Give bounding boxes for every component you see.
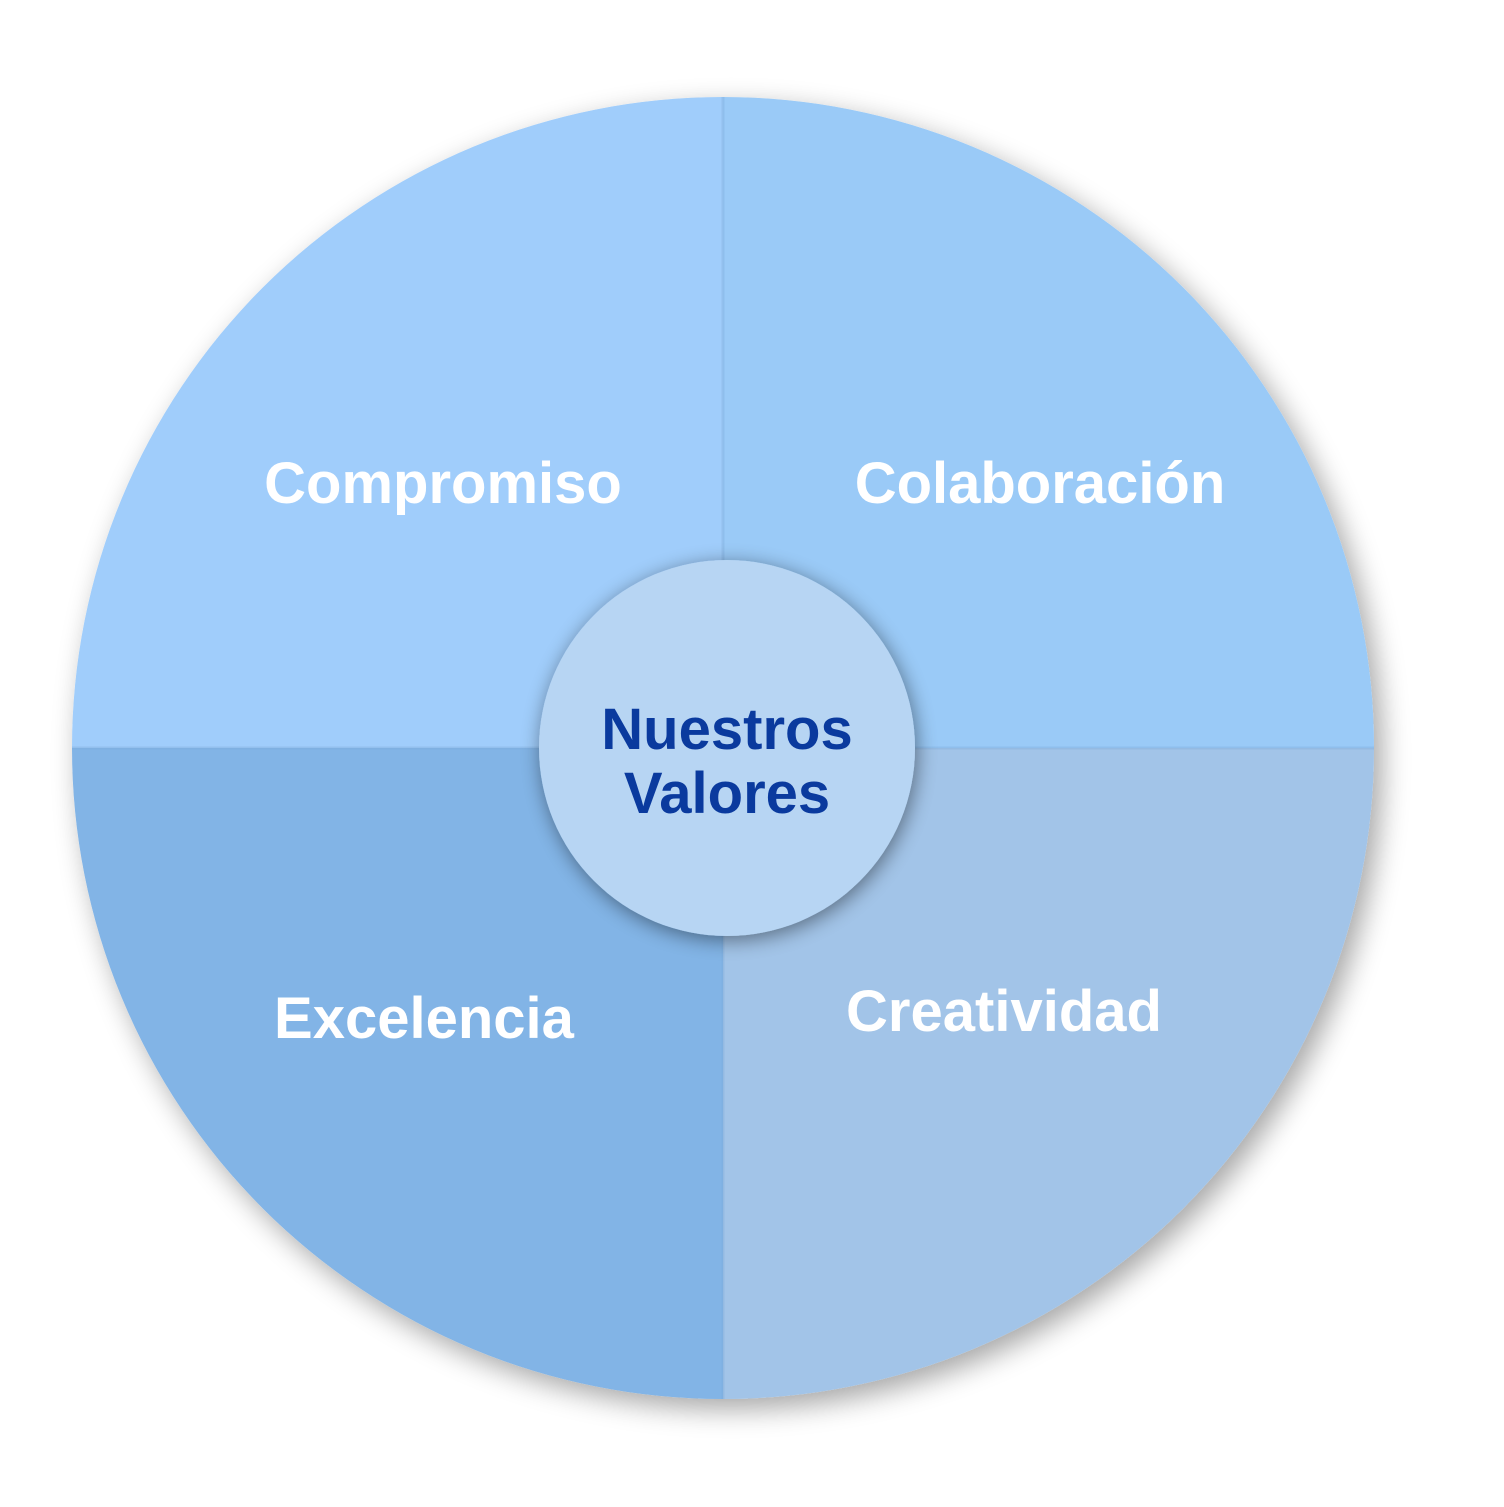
values-wheel [72,97,1374,1399]
center-title-line-2: Valores [624,761,830,826]
quadrant-top-right [723,97,1374,748]
label-excelencia: Excelencia [274,986,575,1051]
label-colaboracion: Colaboración [855,451,1226,516]
quadrant-bottom-right [723,748,1374,1399]
quadrant-top-left [72,97,723,748]
quadrant-bottom-left [72,748,723,1399]
label-creatividad: Creatividad [846,979,1162,1044]
center-circle [539,560,915,936]
label-compromiso: Compromiso [264,451,622,516]
center-title-line-1: Nuestros [601,697,852,762]
